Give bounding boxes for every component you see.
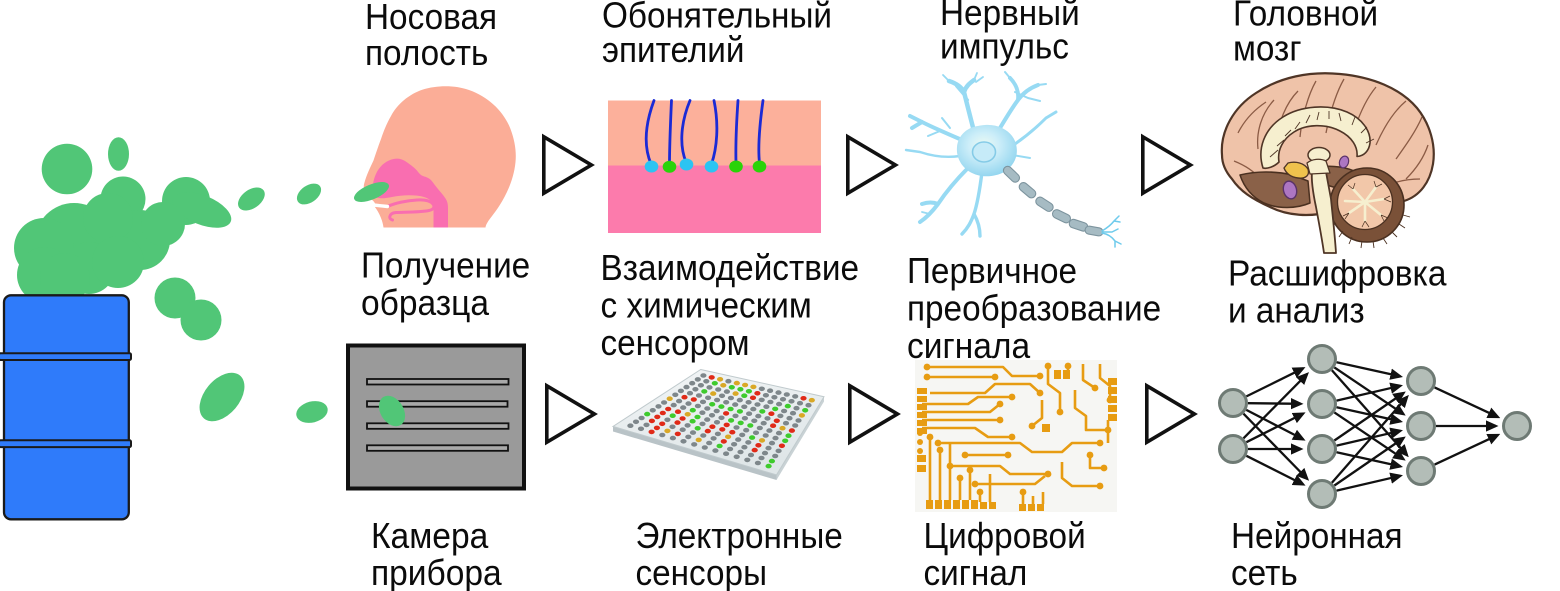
- svg-text:сигнал: сигнал: [924, 552, 1028, 591]
- svg-text:сигнала: сигнала: [907, 325, 1031, 366]
- svg-text:Носовая: Носовая: [365, 0, 497, 37]
- svg-text:сенсоры: сенсоры: [636, 552, 768, 591]
- svg-text:полость: полость: [365, 32, 488, 73]
- svg-text:Головной: Головной: [1233, 0, 1378, 34]
- svg-text:Цифровой: Цифровой: [924, 515, 1086, 556]
- svg-text:импульс: импульс: [940, 26, 1069, 67]
- svg-text:преобразование: преобразование: [907, 288, 1161, 329]
- svg-text:мозг: мозг: [1233, 28, 1302, 69]
- svg-text:сеть: сеть: [1231, 552, 1298, 591]
- svg-text:Получение: Получение: [361, 245, 530, 286]
- svg-text:Нейронная: Нейронная: [1231, 515, 1403, 556]
- svg-text:с химическим: с химическим: [601, 285, 812, 326]
- svg-text:образца: образца: [361, 282, 490, 323]
- svg-text:Первичное: Первичное: [907, 250, 1077, 291]
- svg-text:Взаимодействие: Взаимодействие: [601, 247, 860, 288]
- svg-text:прибора: прибора: [371, 552, 503, 591]
- svg-text:Нервный: Нервный: [940, 0, 1080, 33]
- svg-text:Электронные: Электронные: [636, 515, 843, 556]
- svg-text:сенсором: сенсором: [601, 322, 750, 363]
- svg-text:Обонятельный: Обонятельный: [602, 0, 832, 36]
- svg-text:и анализ: и анализ: [1228, 290, 1365, 331]
- svg-text:Расшифровка: Расшифровка: [1228, 253, 1447, 294]
- svg-text:эпителий: эпителий: [602, 29, 745, 70]
- svg-text:Камера: Камера: [371, 515, 489, 556]
